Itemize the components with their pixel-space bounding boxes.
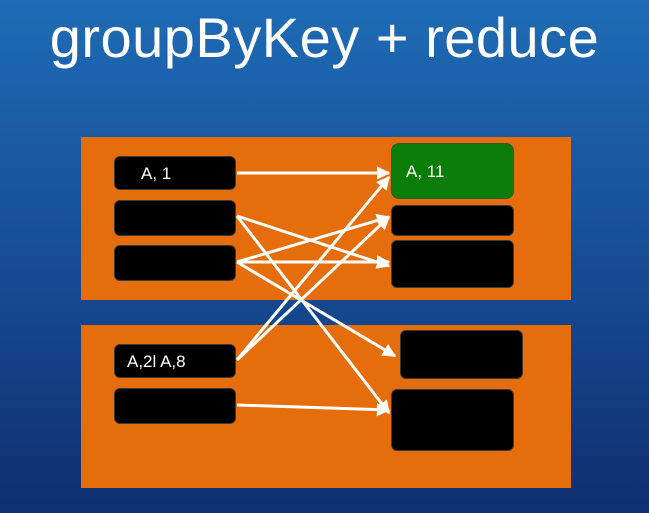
grouped-record-4 xyxy=(400,330,523,379)
source-record-1: A, 1 xyxy=(114,156,236,190)
grouped-record-1: A, 11 xyxy=(391,143,514,199)
source-record-2 xyxy=(114,200,236,236)
grouped-record-1-label: A, 11 xyxy=(406,162,445,181)
source-record-1-label: A, 1 xyxy=(141,164,172,183)
grouped-record-5 xyxy=(391,389,514,451)
source-record-4-label: A,2l A,8 xyxy=(127,352,186,371)
slide-title: groupByKey + reduce xyxy=(49,6,600,69)
grouped-record-2 xyxy=(391,205,514,236)
grouped-record-3 xyxy=(391,240,514,288)
source-record-5 xyxy=(114,388,236,424)
source-record-3 xyxy=(114,245,236,281)
source-record-4: A,2l A,8 xyxy=(114,344,236,378)
